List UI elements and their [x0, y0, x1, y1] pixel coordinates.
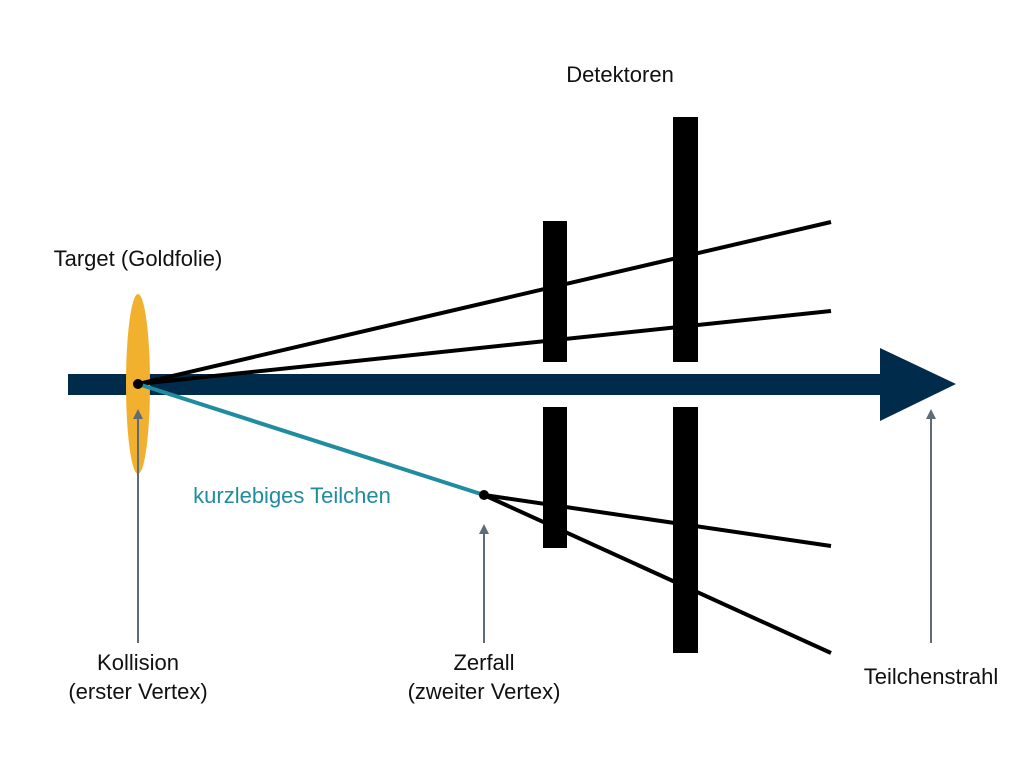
label-collision-line2: (erster Vertex) — [68, 679, 207, 704]
label-decay-line2: (zweiter Vertex) — [408, 679, 561, 704]
vertex-collision — [133, 379, 143, 389]
label-decay-line1: Zerfall — [453, 650, 514, 675]
label-short-lived-particle: kurzlebiges Teilchen — [193, 483, 391, 508]
label-beam: Teilchenstrahl — [864, 664, 999, 689]
track-decay-shallow — [483, 493, 832, 548]
track-short-lived-particle — [137, 382, 485, 497]
label-target: Target (Goldfolie) — [54, 246, 223, 271]
label-detectors: Detektoren — [566, 62, 674, 87]
label-collision-line1: Kollision — [97, 650, 179, 675]
track-upper-steep — [137, 220, 832, 386]
particle-beam-arrowhead — [880, 348, 956, 421]
track-decay-steep — [483, 493, 832, 655]
vertex-decay — [479, 490, 489, 500]
detector-plate-outer-lower — [673, 407, 698, 653]
particle-beam-shaft — [68, 374, 888, 395]
detector-plate-outer-upper — [673, 117, 698, 362]
track-upper-shallow — [137, 309, 832, 386]
